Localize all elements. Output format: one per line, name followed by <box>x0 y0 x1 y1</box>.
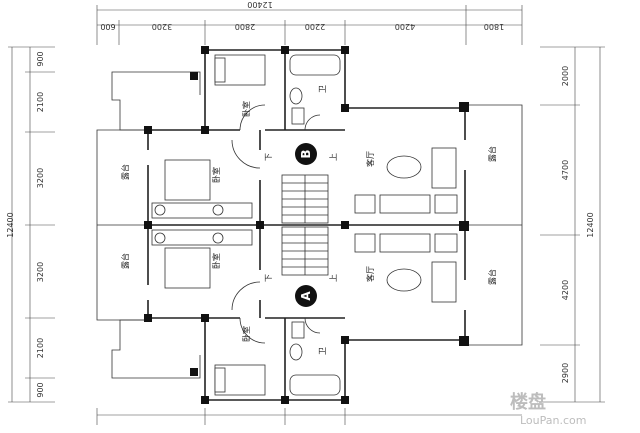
top-dim-4: 2200 <box>305 22 325 31</box>
top-dim-total: 12400 <box>247 0 272 9</box>
right-dim-1: 2000 <box>561 66 570 86</box>
left-dimensions: 12400 900 2100 3200 3200 2100 900 <box>6 46 55 403</box>
label-bedroom-a: 卧室 <box>211 253 221 269</box>
left-dim-total: 12400 <box>6 212 15 237</box>
label-bedroom-bottom: 卧室 <box>241 326 251 342</box>
label-bathroom-top: 卫 <box>318 85 327 93</box>
label-living-b: 客厅 <box>365 151 375 167</box>
unit-marker-b: B <box>295 143 317 165</box>
living-furniture <box>354 147 458 303</box>
top-dim-6: 1800 <box>484 22 504 31</box>
unit-b-label: B <box>299 149 313 158</box>
bottom-dimensions <box>96 408 522 425</box>
label-terrace-lt: 露台 <box>120 164 130 180</box>
left-dim-5: 2100 <box>36 338 45 358</box>
watermark-brand: 楼盘 <box>510 391 546 413</box>
columns <box>144 46 469 404</box>
right-dim-total: 12400 <box>586 212 595 237</box>
label-down-a: 下 <box>264 274 273 282</box>
label-bathroom-bottom: 卫 <box>318 347 327 355</box>
right-dim-2: 4700 <box>561 160 570 180</box>
label-up-b: 上 <box>329 153 338 161</box>
label-up-a: 上 <box>329 274 338 282</box>
door-swings <box>231 104 321 344</box>
label-terrace-lb: 露台 <box>120 253 130 269</box>
room-labels: 卧室 卫 卧室 露台 客厅 露台 下 上 卧室 露台 客厅 露台 下 上 卧室 … <box>120 85 497 355</box>
watermark-site: LouPan.com <box>520 414 586 427</box>
label-bedroom-b: 卧室 <box>211 167 221 183</box>
left-dim-6: 900 <box>36 382 45 397</box>
stairs-b <box>281 174 329 224</box>
wardrobes <box>151 202 253 246</box>
top-dimensions: 12400 600 3200 2800 2200 4200 1800 <box>96 0 523 45</box>
label-bedroom-top: 卧室 <box>241 101 251 117</box>
right-dim-4: 2900 <box>561 363 570 383</box>
left-dim-2: 2100 <box>36 92 45 112</box>
right-dim-3: 4200 <box>561 280 570 300</box>
label-terrace-rb: 露台 <box>487 269 497 285</box>
unit-a-label: A <box>299 291 313 301</box>
top-dim-5: 4200 <box>395 22 415 31</box>
left-dim-3: 3200 <box>36 168 45 188</box>
left-dim-4: 3200 <box>36 262 45 282</box>
top-dim-3: 2800 <box>235 22 255 31</box>
beds <box>164 54 266 396</box>
label-terrace-rt: 露台 <box>487 146 497 162</box>
top-dim-1: 600 <box>100 22 115 31</box>
watermark: 楼盘 LouPan.com <box>510 391 586 427</box>
bed-a <box>164 247 211 289</box>
terraces-outline <box>96 71 523 379</box>
top-dim-2: 3200 <box>152 22 172 31</box>
bed-b <box>164 159 211 201</box>
left-dim-1: 900 <box>36 51 45 66</box>
stairs-a <box>281 226 329 276</box>
main-walls <box>147 49 466 401</box>
bathroom-fixtures <box>289 54 341 396</box>
label-down-b: 下 <box>264 153 273 161</box>
unit-marker-a: A <box>295 285 317 307</box>
right-dimensions: 2000 4700 4200 2900 12400 <box>540 46 605 403</box>
label-living-a: 客厅 <box>365 266 375 282</box>
